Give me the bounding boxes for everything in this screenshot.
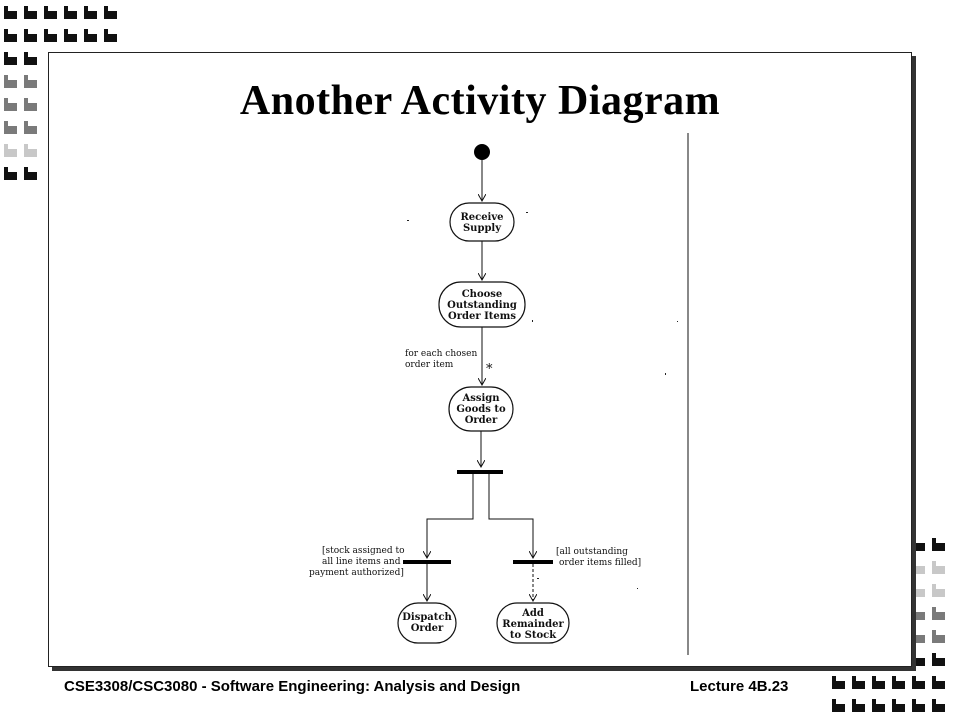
activity-label: Goods to	[456, 404, 506, 415]
activity-label: Order	[465, 415, 498, 426]
activity-add-remainder-to-stock: Add Remainder to Stock	[496, 602, 570, 644]
activity-label: Add	[521, 608, 544, 619]
activity-assign-goods-to-order: Assign Goods to Order	[448, 386, 514, 432]
guard-label-right: order items filled]	[559, 558, 641, 568]
iteration-guard-label: order item	[405, 360, 454, 370]
guard-label-right: [all outstanding	[556, 547, 628, 557]
iteration-guard-label: for each chosen	[405, 349, 478, 359]
guard-label-left: payment authorized]	[309, 568, 404, 578]
activity-label: Order	[411, 623, 444, 634]
activity-choose-outstanding-order-items: Choose Outstanding Order Items	[438, 281, 526, 328]
activity-label: Choose	[462, 289, 503, 300]
activity-label: Order Items	[448, 311, 516, 322]
square-pattern-icon	[4, 6, 117, 180]
activity-receive-supply: Receive Supply	[449, 202, 515, 242]
activity-label: to Stock	[510, 630, 557, 641]
footer-lecture-number: Lecture 4B.23	[690, 678, 789, 695]
activity-label: Outstanding	[447, 300, 517, 311]
footer-course-title: CSE3308/CSC3080 - Software Engineering: …	[64, 678, 521, 695]
initial-state	[474, 144, 490, 160]
iteration-marker: *	[486, 362, 493, 377]
activity-dispatch-order: Dispatch Order	[397, 602, 457, 644]
fork-bar	[457, 470, 503, 474]
decorative-squares-bottom-right	[826, 530, 960, 720]
activity-label: Assign	[461, 393, 500, 404]
join-bar	[403, 560, 451, 564]
decorative-squares-top-left	[4, 6, 134, 191]
flow-arrow	[488, 474, 533, 558]
activity-label: Receive	[460, 212, 503, 223]
activity-label: Supply	[463, 223, 502, 234]
slide-frame: Another Activity Diagram Receive Supply …	[48, 52, 912, 667]
guard-label-left: [stock assigned to	[322, 546, 405, 556]
guard-label-left: all line items and	[322, 557, 401, 567]
flow-arrow	[427, 474, 474, 558]
activity-diagram: Receive Supply Choose Outstanding Order …	[309, 133, 689, 655]
scan-speckles	[407, 212, 678, 589]
join-bar	[513, 560, 553, 564]
activity-label: Remainder	[502, 619, 564, 630]
square-pattern-icon	[832, 538, 945, 712]
activity-label: Dispatch	[402, 612, 452, 623]
slide-title: Another Activity Diagram	[239, 78, 721, 124]
